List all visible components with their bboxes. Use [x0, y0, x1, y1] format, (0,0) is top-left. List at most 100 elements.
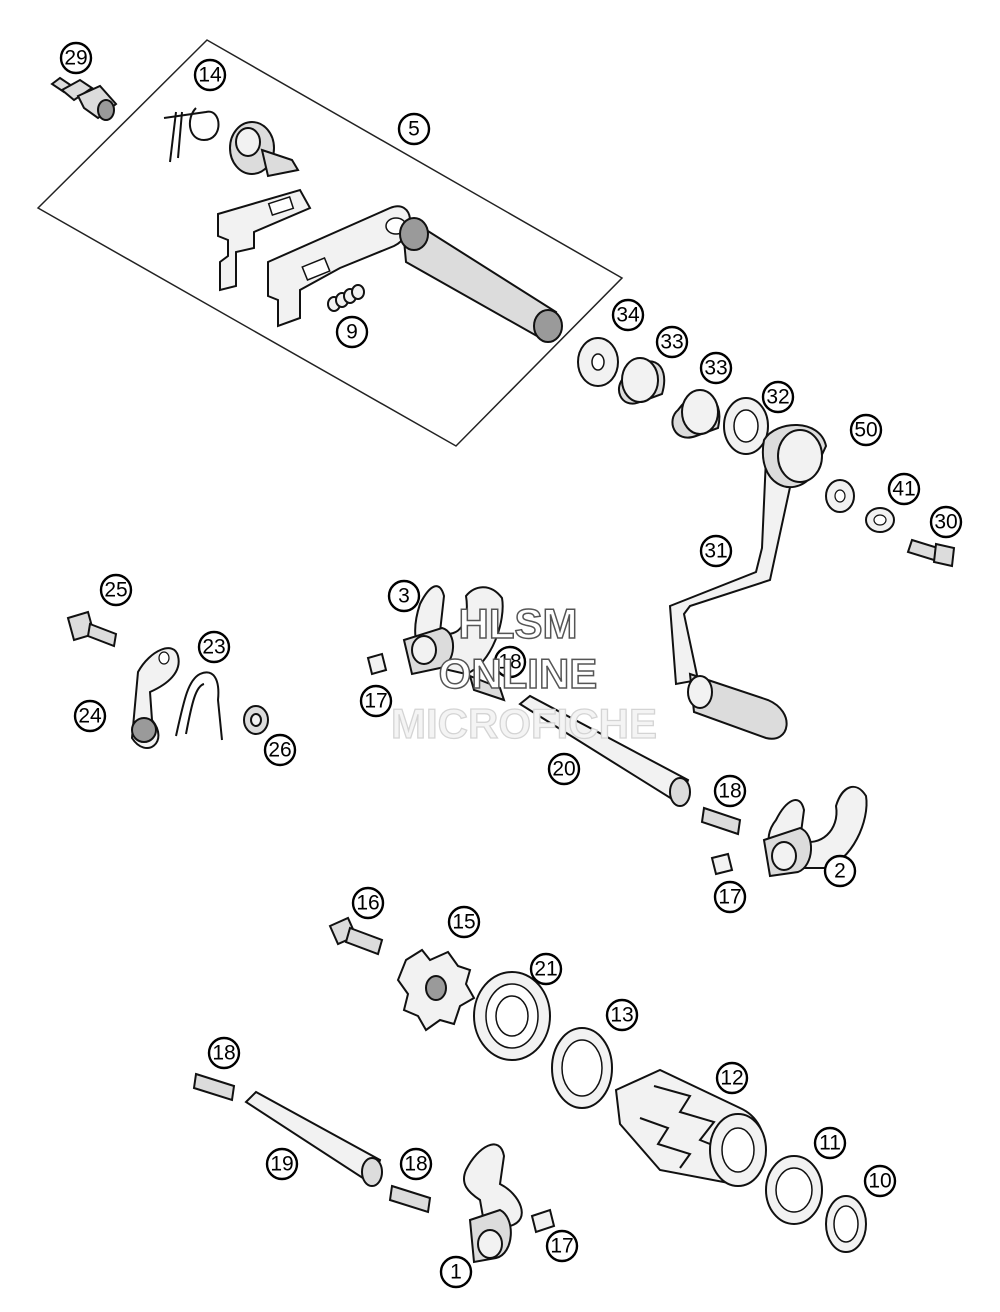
- callout-26: 26: [263, 733, 297, 767]
- watermark: HLSM ONLINE MICROFICHE: [390, 599, 657, 747]
- callout-5-label: 5: [408, 118, 420, 141]
- part-12-shift-drum: [614, 1068, 767, 1187]
- part-34-washer: [577, 337, 619, 387]
- callout-15-label: 15: [452, 911, 475, 934]
- callout-17c-label: 17: [550, 1235, 573, 1258]
- part-18-spring-a: [468, 674, 506, 702]
- part-41-lock-washer: [865, 507, 895, 533]
- part-21-bearing: [473, 971, 551, 1061]
- callout-50-label: 50: [854, 419, 877, 442]
- callout-30: 30: [929, 505, 963, 539]
- callout-31-label: 31: [704, 540, 727, 563]
- callout-32-label: 32: [766, 386, 789, 409]
- callout-1-label: 1: [450, 1261, 462, 1284]
- callout-12-label: 12: [720, 1067, 743, 1090]
- callout-5: 5: [397, 112, 431, 146]
- part-33-bushing-b: [671, 389, 721, 439]
- part-20-shaft: [518, 694, 691, 807]
- callout-29: 29: [59, 41, 93, 75]
- part-31-shift-lever: [668, 424, 828, 740]
- callout-9: 9: [335, 315, 369, 349]
- part-32-seal: [723, 397, 769, 455]
- callout-2: 2: [823, 854, 857, 888]
- callout-21-label: 21: [534, 958, 557, 981]
- callout-19-label: 19: [270, 1153, 293, 1176]
- part-13-washer: [551, 1027, 613, 1109]
- callout-18d-label: 18: [404, 1153, 427, 1176]
- part-2-shift-fork: [762, 785, 868, 878]
- callout-3-label: 3: [398, 585, 410, 608]
- callout-23: 23: [197, 630, 231, 664]
- callout-18c-label: 18: [212, 1042, 235, 1065]
- assembly-group-outline: [36, 39, 624, 447]
- callout-33b: 33: [699, 351, 733, 385]
- part-30-bolt: [906, 538, 956, 568]
- callout-17a: 17: [359, 684, 393, 718]
- part-25-bolt: [66, 610, 118, 648]
- callout-50: 50: [849, 413, 883, 447]
- callout-26-label: 26: [268, 739, 291, 762]
- part-18-spring-c: [192, 1072, 236, 1102]
- callout-18b-label: 18: [718, 780, 741, 803]
- callout-15: 15: [447, 905, 481, 939]
- callout-24-label: 24: [78, 705, 102, 728]
- callout-17c: 17: [545, 1229, 579, 1263]
- callout-16-label: 16: [356, 892, 379, 915]
- part-16-bolt: [328, 916, 384, 956]
- callout-20-label: 20: [552, 758, 575, 781]
- part-19-shaft: [244, 1090, 383, 1187]
- callout-18c: 18: [207, 1036, 241, 1070]
- callout-33a: 33: [655, 325, 689, 359]
- callout-2-label: 2: [834, 860, 846, 883]
- part-18-spring-b: [700, 806, 742, 836]
- callout-11-label: 11: [819, 1132, 841, 1155]
- callout-14: 14: [193, 58, 227, 92]
- callout-13: 13: [605, 998, 639, 1032]
- part-29-screw: [50, 76, 118, 121]
- part-24-lever: [130, 647, 180, 749]
- callout-24: 24: [73, 699, 107, 733]
- callout-41: 41: [887, 472, 921, 506]
- callout-17a-label: 17: [364, 690, 387, 713]
- callout-19: 19: [265, 1147, 299, 1181]
- part-shift-shaft: [399, 217, 563, 343]
- callout-16: 16: [351, 886, 385, 920]
- callout-9-label: 9: [346, 321, 358, 344]
- part-10-washer: [825, 1195, 867, 1253]
- part-11-bearing: [765, 1155, 823, 1225]
- part-1-shift-fork: [462, 1143, 523, 1264]
- callout-29-label: 29: [64, 47, 87, 70]
- part-50-washer: [825, 479, 855, 513]
- callout-32: 32: [761, 380, 795, 414]
- callout-33a-label: 33: [660, 331, 683, 354]
- part-33-bushing-a: [617, 357, 666, 405]
- part-14-spring: [163, 107, 220, 163]
- callout-17b: 17: [713, 880, 747, 914]
- callout-25-label: 25: [104, 579, 127, 602]
- callout-34-label: 34: [616, 304, 640, 327]
- watermark-line1: HLSM: [459, 600, 578, 647]
- callout-34: 34: [611, 298, 645, 332]
- callout-18d: 18: [399, 1147, 433, 1181]
- callout-18a-label: 18: [498, 651, 521, 674]
- callout-18a: 18: [493, 645, 527, 679]
- callout-33b-label: 33: [704, 357, 727, 380]
- callout-13-label: 13: [610, 1004, 633, 1027]
- callout-23-label: 23: [202, 636, 225, 659]
- callout-11: 11: [813, 1126, 847, 1160]
- callout-3: 3: [387, 579, 421, 613]
- callout-10-label: 10: [868, 1170, 891, 1193]
- callout-41-label: 41: [892, 478, 915, 501]
- part-17-pin-c: [530, 1208, 556, 1234]
- part-9-rollers: [327, 284, 365, 312]
- callout-30-label: 30: [934, 511, 957, 534]
- callout-17b-label: 17: [718, 886, 741, 909]
- callout-12: 12: [715, 1061, 749, 1095]
- callout-21: 21: [529, 952, 563, 986]
- part-shift-roller-bolt: [229, 121, 300, 178]
- callout-1: 1: [439, 1255, 473, 1289]
- callout-25: 25: [99, 573, 133, 607]
- callout-31: 31: [699, 534, 733, 568]
- watermark-line3: MICROFICHE: [391, 700, 657, 747]
